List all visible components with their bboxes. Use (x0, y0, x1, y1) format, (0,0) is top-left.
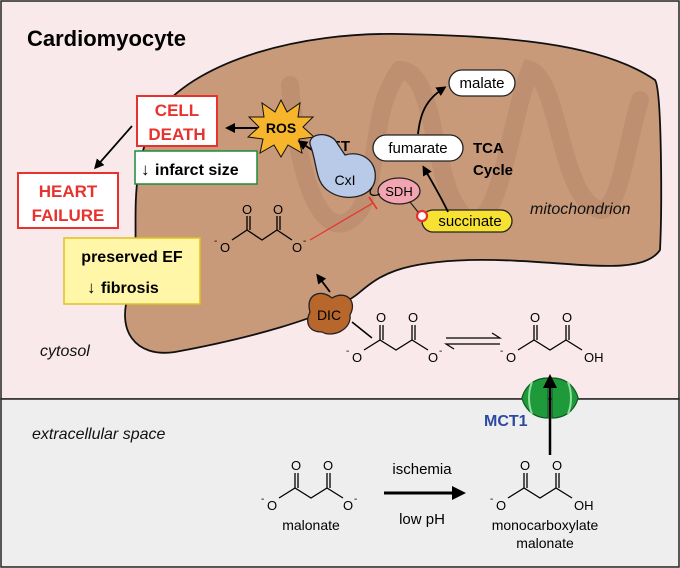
mono-cyt-o-top-right: O (562, 310, 572, 325)
inhibition-bar (368, 196, 378, 210)
cytosol-label: cytosol (40, 343, 90, 360)
dic-label: DIC (317, 307, 341, 323)
mito-o-left: O (220, 240, 230, 255)
succinate-binding-marker (415, 209, 429, 223)
arrow-fumarate-to-malate (417, 86, 447, 135)
mono-cyt-oh: OH (584, 350, 604, 365)
complex-i-label: CxI (335, 172, 356, 188)
malonate-mito-structure (231, 216, 293, 241)
mono-ext-oh: OH (574, 498, 594, 513)
preserved-ef-label: preserved EF (81, 249, 183, 266)
ext-o-top-right: O (323, 458, 333, 473)
sdh-protein: SDH (377, 177, 421, 205)
mono-ext-o-top-left: O (520, 458, 530, 473)
arrow-cx1-to-ros (297, 140, 313, 151)
mitochondrion-label: mitochondrion (530, 201, 631, 218)
ext-o-right: O (343, 498, 353, 513)
ros-label: ROS (266, 120, 296, 136)
extracellular-space-label: extracellular space (32, 426, 166, 443)
arrow-down-icon: ↓ (141, 160, 150, 179)
succinate-label: succinate (438, 213, 501, 230)
malonate-cytosol-structure (363, 325, 429, 351)
complex-i-protein: CxI (309, 134, 376, 198)
ext-minus-left: - (261, 494, 264, 505)
mono-ext-o-top-right: O (552, 458, 562, 473)
mito-o-top-left: O (242, 202, 252, 217)
malonate-extracellular-structure (278, 473, 344, 499)
mct1-transporter (521, 377, 579, 419)
monocarboxylate-extracellular-structure (507, 473, 573, 499)
arrow-down-icon: ↓ (87, 278, 96, 297)
heart-failure-box: HEART FAILURE (17, 172, 119, 229)
mono-ext-o-left: O (496, 498, 506, 513)
cell-death-line2: DEATH (148, 125, 205, 144)
monocarboxylate-cytosol-structure (517, 325, 583, 351)
fibrosis-label: fibrosis (101, 280, 159, 297)
mono-ext-minus-left: - (490, 494, 493, 505)
title: Cardiomyocyte (27, 26, 186, 51)
ext-o-top-left: O (291, 458, 301, 473)
cell-death-line1: CELL (155, 101, 199, 120)
succinate-node: succinate (415, 209, 513, 233)
equilibrium-arrows (443, 332, 503, 350)
electron-flow-line (369, 187, 381, 196)
malonate-label: malonate (282, 517, 340, 533)
cyt-minus-right: - (439, 346, 442, 357)
extracellular-region (0, 398, 680, 568)
sdh-label: SDH (385, 184, 412, 199)
heart-failure-line1: HEART (39, 182, 98, 201)
tca-label-line2: Cycle (473, 162, 513, 179)
cyt-o-top-right: O (408, 310, 418, 325)
fumarate-label: fumarate (388, 140, 447, 157)
mito-minus-left: - (214, 236, 217, 247)
dic-entry-line (351, 321, 373, 339)
infarct-size-label: infarct size (155, 162, 239, 179)
tca-label-line1: TCA (473, 140, 504, 157)
mono-cyt-o-left: O (506, 350, 516, 365)
malonate-inhibits-sdh-line (309, 202, 374, 241)
mono-cyt-o-top-left: O (530, 310, 540, 325)
cell-death-box: CELL DEATH (136, 95, 218, 147)
arrow-succinate-to-fumarate (422, 165, 449, 213)
ext-minus-right: - (354, 494, 357, 505)
ros-starburst: ROS (246, 98, 316, 158)
malate-node: malate (448, 69, 516, 97)
mito-o-right: O (292, 240, 302, 255)
fumarate-node: fumarate (372, 134, 464, 162)
cyt-minus-left: - (346, 346, 349, 357)
mono-cyt-minus-left: - (500, 346, 503, 357)
monocarboxylate-label-line1: monocarboxylate (492, 517, 599, 533)
arrow-death-to-failure (94, 125, 133, 170)
cyt-o-top-left: O (376, 310, 386, 325)
heart-failure-line2: FAILURE (32, 206, 105, 225)
cyt-o-right: O (428, 350, 438, 365)
dic-transporter: DIC (307, 292, 354, 335)
ischemia-label: ischemia (392, 461, 452, 478)
infarct-size-box: ↓ infarct size (134, 150, 258, 185)
monocarboxylate-label-line2: malonate (516, 535, 574, 551)
arrow-dic-import (316, 273, 331, 293)
low-ph-label: low pH (399, 511, 445, 528)
ext-o-left: O (267, 498, 277, 513)
sdh-succinate-link (409, 201, 419, 213)
mct1-label: MCT1 (484, 413, 528, 430)
mito-o-top-right: O (273, 202, 283, 217)
malate-label: malate (459, 75, 504, 92)
preserved-ef-box: preserved EF ↓ fibrosis (63, 237, 201, 305)
mito-minus-right: - (303, 236, 306, 247)
cyt-o-left: O (352, 350, 362, 365)
